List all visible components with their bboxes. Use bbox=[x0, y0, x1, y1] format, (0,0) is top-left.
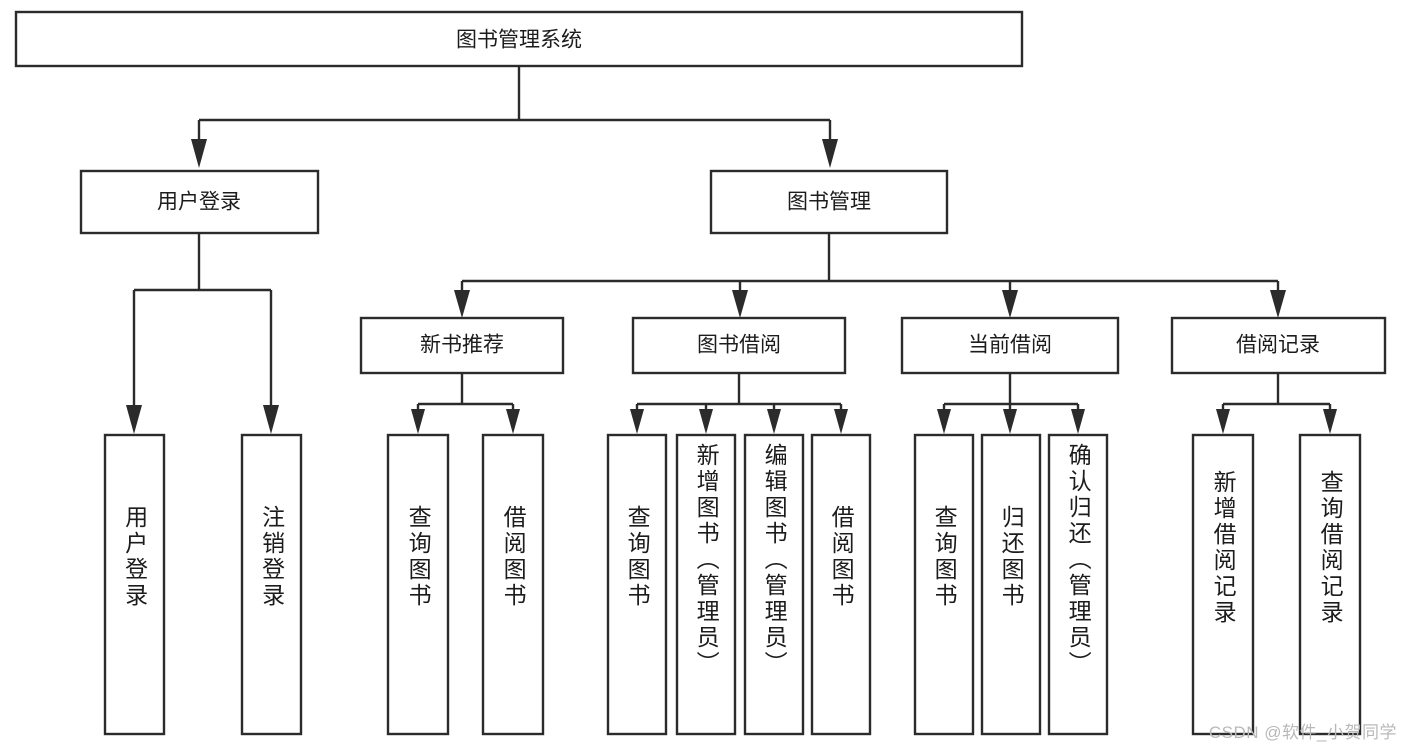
leaf-box-book-borrow-0[interactable] bbox=[606, 433, 668, 736]
arrow-head-icon bbox=[1071, 409, 1085, 434]
arrow-head-icon bbox=[1270, 290, 1286, 318]
connector-new-book-recommend-to-leaves bbox=[411, 373, 520, 434]
connector-root-to-level2 bbox=[191, 66, 838, 168]
node-new-book-recommend[interactable]: 新书推荐 bbox=[359, 316, 565, 375]
leaf-box-borrow-record-1[interactable] bbox=[1298, 433, 1362, 736]
node-current-borrow-box bbox=[900, 316, 1120, 375]
leaf-box-current-borrow-1[interactable] bbox=[980, 433, 1042, 736]
leaf-box-current-borrow-0[interactable] bbox=[913, 433, 975, 736]
node-root-label: 图书管理系统 bbox=[456, 29, 582, 52]
node-new-book-recommend-label: 新书推荐 bbox=[420, 334, 504, 357]
leaf-box-user-login-1[interactable] bbox=[240, 433, 303, 736]
node-user-login-box bbox=[79, 169, 320, 235]
node-root[interactable]: 图书管理系统 bbox=[14, 10, 1024, 68]
arrow-head-icon bbox=[630, 409, 644, 434]
node-current-borrow[interactable]: 当前借阅 bbox=[900, 316, 1120, 375]
node-book-borrow[interactable]: 图书借阅 bbox=[631, 316, 847, 375]
arrow-head-icon bbox=[1216, 409, 1230, 434]
leaf-box-book-borrow-3[interactable] bbox=[810, 433, 872, 736]
leaf-box-book-borrow-1[interactable] bbox=[675, 433, 737, 736]
arrow-head-icon bbox=[834, 409, 848, 434]
arrow-head-icon bbox=[411, 409, 425, 434]
node-user-login-label: 用户登录 bbox=[157, 191, 241, 214]
arrow-head-icon bbox=[767, 409, 781, 434]
connector-user-login-to-leaves bbox=[126, 233, 279, 434]
node-book-management-label: 图书管理 bbox=[787, 191, 871, 214]
leaf-box-new-book-1[interactable] bbox=[481, 433, 545, 736]
node-book-borrow-label: 图书借阅 bbox=[697, 334, 781, 357]
node-current-borrow-label: 当前借阅 bbox=[968, 334, 1052, 357]
node-new-book-recommend-box bbox=[359, 316, 565, 375]
leaf-box-current-borrow-2[interactable] bbox=[1047, 433, 1109, 736]
node-book-management[interactable]: 图书管理 bbox=[709, 169, 949, 235]
arrow-head-icon bbox=[126, 405, 142, 434]
arrow-head-icon bbox=[263, 405, 279, 434]
arrow-head-icon bbox=[699, 409, 713, 434]
arrow-head-icon bbox=[506, 409, 520, 434]
arrow-head-icon bbox=[937, 409, 951, 434]
arrow-head-icon bbox=[1003, 409, 1017, 434]
node-borrow-record-label: 借阅记录 bbox=[1236, 334, 1320, 357]
watermark-text: CSDN @软件_小贺同学 bbox=[1208, 723, 1397, 742]
node-user-login[interactable]: 用户登录 bbox=[79, 169, 320, 235]
leaf-box-borrow-record-0[interactable] bbox=[1191, 433, 1255, 736]
arrow-head-icon bbox=[454, 290, 470, 318]
arrow-head-icon bbox=[191, 139, 207, 168]
arrow-head-icon bbox=[1323, 409, 1337, 434]
leaf-box-new-book-0[interactable] bbox=[386, 433, 450, 736]
connector-current-borrow-to-leaves bbox=[937, 373, 1085, 434]
arrow-head-icon bbox=[822, 139, 838, 168]
connector-book-management-to-level3 bbox=[454, 233, 1286, 318]
node-root-box bbox=[14, 10, 1024, 68]
leaf-box-book-borrow-2[interactable] bbox=[743, 433, 805, 736]
node-borrow-record[interactable]: 借阅记录 bbox=[1170, 316, 1387, 375]
leaf-box-user-login-0[interactable] bbox=[103, 433, 166, 736]
connector-borrow-record-to-leaves bbox=[1216, 373, 1337, 434]
arrow-head-icon bbox=[1002, 290, 1018, 318]
connector-book-borrow-to-leaves bbox=[630, 373, 848, 434]
arrow-head-icon bbox=[732, 290, 748, 318]
